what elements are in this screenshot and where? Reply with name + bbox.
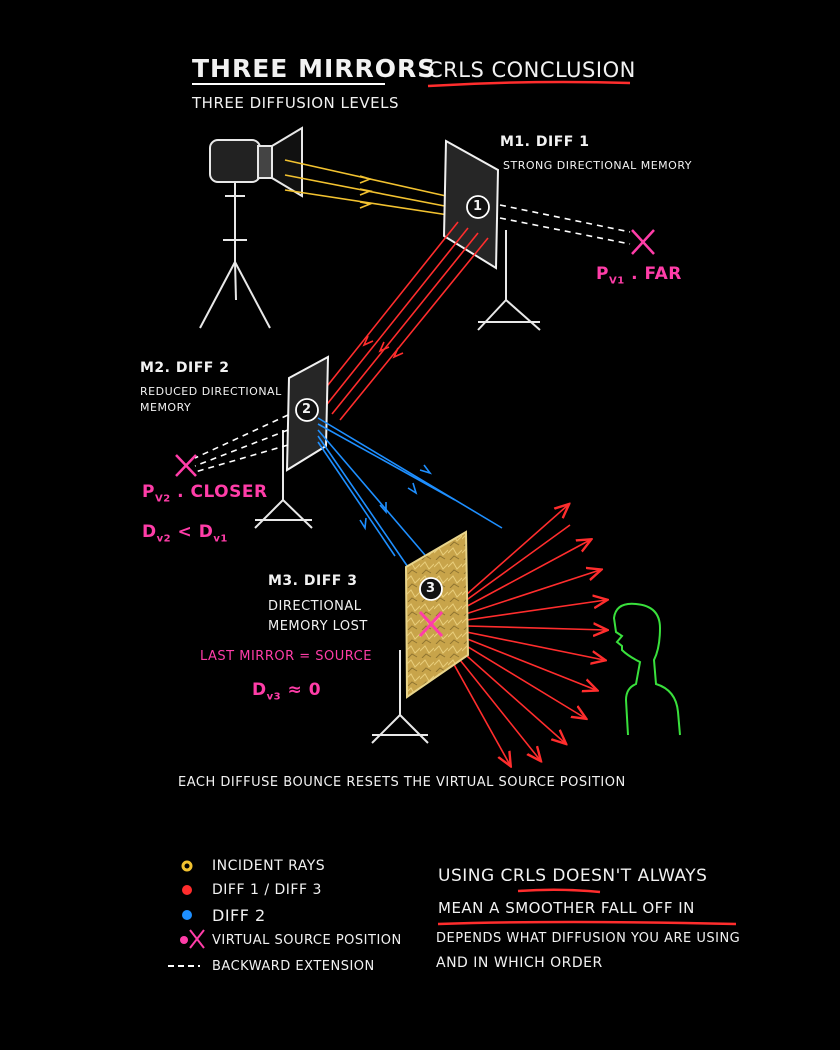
mirror-3-number: 3 (426, 581, 436, 596)
mirror-2-description-2: MEMORY (140, 401, 192, 414)
conclusion-underline (427, 80, 631, 88)
distance-approx: Dv3 ≈ 0 (252, 680, 322, 703)
fresnel-light-icon (199, 126, 303, 329)
conclusion-note-line-1: USING CRLS DOESN'T ALWAYS (438, 866, 708, 886)
legend-item-incident: INCIDENT RAYS (212, 858, 326, 874)
legend-virtual-dot (180, 936, 188, 944)
legend-item-virtual: VIRTUAL SOURCE POSITION (212, 933, 402, 948)
page-subtitle: THREE DIFFUSION LEVELS (192, 94, 399, 112)
mirror-1-number-badge (466, 195, 490, 219)
legend-incident-dot-inner (184, 863, 190, 869)
backward-extension-1 (499, 204, 631, 245)
backward-extension-2 (194, 414, 289, 473)
mirror-2-number: 2 (302, 402, 312, 417)
mirror-1-heading: M1. DIFF 1 (500, 134, 590, 150)
mirror-3-panel (371, 530, 470, 744)
mirror-2-heading: M2. DIFF 2 (140, 360, 230, 376)
smoother-underline (437, 920, 737, 926)
mirror-2-description-1: REDUCED DIRECTIONAL (140, 385, 282, 398)
mirror-3-description-1: DIRECTIONAL (268, 599, 362, 614)
diagram-caption: EACH DIFFUSE BOUNCE RESETS THE VIRTUAL S… (178, 775, 626, 790)
virtual-source-1-label: Pv1 . FAR (596, 264, 682, 287)
last-mirror-note: LAST MIRROR = SOURCE (200, 649, 372, 664)
legend-item-backward: BACKWARD EXTENSION (212, 959, 375, 974)
legend-diff13-dot (182, 885, 192, 895)
x-mark-icon (631, 229, 655, 255)
mirror-2-panel (254, 355, 330, 529)
legend-item-diff13: DIFF 1 / DIFF 3 (212, 882, 322, 898)
distance-inequality: Dv2 < Dv1 (142, 522, 228, 545)
mirror-1-number: 1 (473, 199, 483, 214)
diff1-rays (315, 221, 489, 421)
mirror-3-number-badge (419, 577, 443, 601)
mirror-3-description-2: MEMORY LOST (268, 619, 368, 634)
legend-diff2-dot (182, 910, 192, 920)
diff2-rays (317, 417, 503, 571)
conclusion-heading: CRLS CONCLUSION (428, 58, 636, 82)
conclusion-note-line-3: DEPENDS WHAT DIFFUSION YOU ARE USING (436, 931, 741, 946)
mirror-1-description: STRONG DIRECTIONAL MEMORY (503, 159, 692, 172)
conclusion-note-line-2: MEAN A SMOOTHER FALL OFF IN (438, 899, 695, 917)
x-mark-icon (418, 610, 444, 638)
mirror-2-number-badge (295, 398, 319, 422)
person-silhouette-icon (612, 602, 681, 736)
incident-rays (284, 159, 456, 217)
crls-underline (517, 888, 601, 894)
page-title: THREE MIRRORS (192, 54, 437, 83)
x-mark-icon (175, 454, 197, 477)
virtual-source-2-label: Pv2 . CLOSER (142, 482, 268, 505)
conclusion-note-line-4: AND IN WHICH ORDER (436, 955, 603, 971)
legend-item-diff2: DIFF 2 (212, 906, 266, 925)
mirror-3-heading: M3. DIFF 3 (268, 573, 358, 589)
x-mark-icon (189, 929, 205, 949)
